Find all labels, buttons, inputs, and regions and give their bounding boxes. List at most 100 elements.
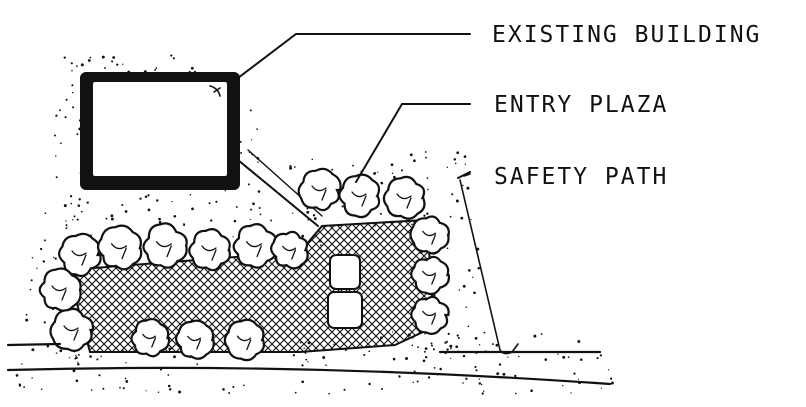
stipple-dot [507, 356, 508, 357]
stipple-dot [465, 163, 466, 164]
stipple-dot [483, 391, 484, 392]
stipple-dot [427, 177, 429, 179]
shrub [98, 226, 141, 270]
stipple-dot [70, 203, 72, 205]
stipple-dot [191, 208, 194, 211]
stipple-dot [252, 202, 255, 205]
stipple-dot [36, 268, 37, 269]
stipple-dot [423, 215, 425, 217]
stipple-dot [78, 354, 80, 356]
stipple-dot [228, 392, 230, 394]
stipple-dot [125, 210, 128, 213]
stipple-dot [102, 56, 105, 59]
stipple-dot [119, 387, 121, 389]
label-existing-building: EXISTING BUILDING [492, 22, 761, 48]
stipple-dot [60, 142, 62, 144]
stipple-dot [377, 172, 378, 173]
stipple-dot [270, 219, 272, 221]
stipple-dot [307, 361, 308, 362]
stipple-dot [59, 349, 62, 352]
stipple-dot [363, 354, 365, 356]
stipple-dot [425, 356, 427, 358]
stipple-dot [116, 63, 118, 65]
stipple-dot [464, 155, 467, 158]
stipple-dot [466, 187, 469, 190]
stipple-dot [352, 165, 354, 167]
stipple-dot [123, 387, 125, 389]
stipple-dot [515, 393, 517, 395]
stipple-dot [413, 159, 416, 162]
stipple-dot [426, 212, 428, 214]
stipple-dot [156, 199, 158, 201]
stipple-dot [473, 291, 476, 294]
stipple-dot [496, 372, 499, 375]
stipple-dot [580, 358, 583, 361]
stipple-dot [462, 382, 464, 384]
stipple-dot [470, 219, 471, 220]
stipple-dot [449, 345, 452, 348]
stipple-dot [111, 218, 114, 221]
stipple-dot [76, 133, 78, 135]
stipple-dot [446, 341, 448, 343]
stipple-dot [417, 346, 419, 348]
stipple-dot [479, 379, 480, 380]
stipple-dot [158, 391, 159, 392]
stipple-dot [331, 169, 333, 171]
stipple-dot [64, 56, 66, 58]
stipple-dot [423, 359, 426, 362]
stipple-dot [178, 391, 181, 394]
stipple-dot [148, 209, 151, 212]
stipple-dot [70, 195, 72, 197]
stipple-dot [96, 358, 98, 360]
stipple-dot [468, 269, 471, 272]
stipple-dot [463, 285, 466, 288]
stipple-dot [72, 106, 74, 108]
stipple-dot [477, 267, 480, 270]
stipple-dot [100, 356, 102, 358]
label-entry-plaza: ENTRY PLAZA [494, 92, 668, 118]
stipple-dot [64, 204, 67, 207]
stipple-dot [104, 67, 106, 69]
stipple-dot [76, 65, 78, 67]
stipple-dot [447, 167, 448, 168]
stipple-dot [72, 219, 73, 220]
stipple-dot [77, 219, 79, 221]
stipple-dot [380, 182, 383, 185]
stipple-dot [30, 289, 32, 291]
stipple-dot [502, 373, 505, 376]
stipple-dot [450, 216, 452, 218]
stipple-dot [392, 173, 393, 174]
stipple-dot [72, 92, 73, 93]
stipple-dot [77, 363, 79, 365]
stipple-dot [428, 376, 430, 378]
stipple-dot [413, 382, 414, 383]
stipple-dot [173, 57, 175, 59]
shrub [411, 257, 449, 294]
stipple-dot [66, 227, 67, 228]
shrub [384, 177, 425, 219]
stipple-dot [301, 364, 303, 366]
stipple-dot [425, 151, 427, 153]
stipple-dot [78, 204, 81, 207]
stipple-dot [492, 343, 494, 345]
stipple-dot [314, 217, 317, 220]
stipple-dot [89, 355, 92, 358]
stipple-dot [301, 380, 304, 383]
stipple-dot [289, 167, 292, 170]
stipple-dot [139, 197, 141, 199]
stipple-dot [71, 70, 73, 72]
stipple-dot [236, 206, 238, 208]
stipple-dot [431, 343, 433, 345]
stipple-dot [98, 374, 100, 376]
shrub [339, 175, 379, 217]
stipple-dot [168, 385, 171, 388]
stipple-dot [56, 176, 58, 178]
stipple-dot [258, 190, 261, 193]
stipple-dot [111, 60, 113, 62]
stipple-dot [40, 248, 42, 250]
stipple-dot [456, 151, 459, 154]
stipple-dot [410, 153, 413, 156]
stipple-dot [568, 356, 570, 358]
stipple-dot [23, 386, 25, 388]
